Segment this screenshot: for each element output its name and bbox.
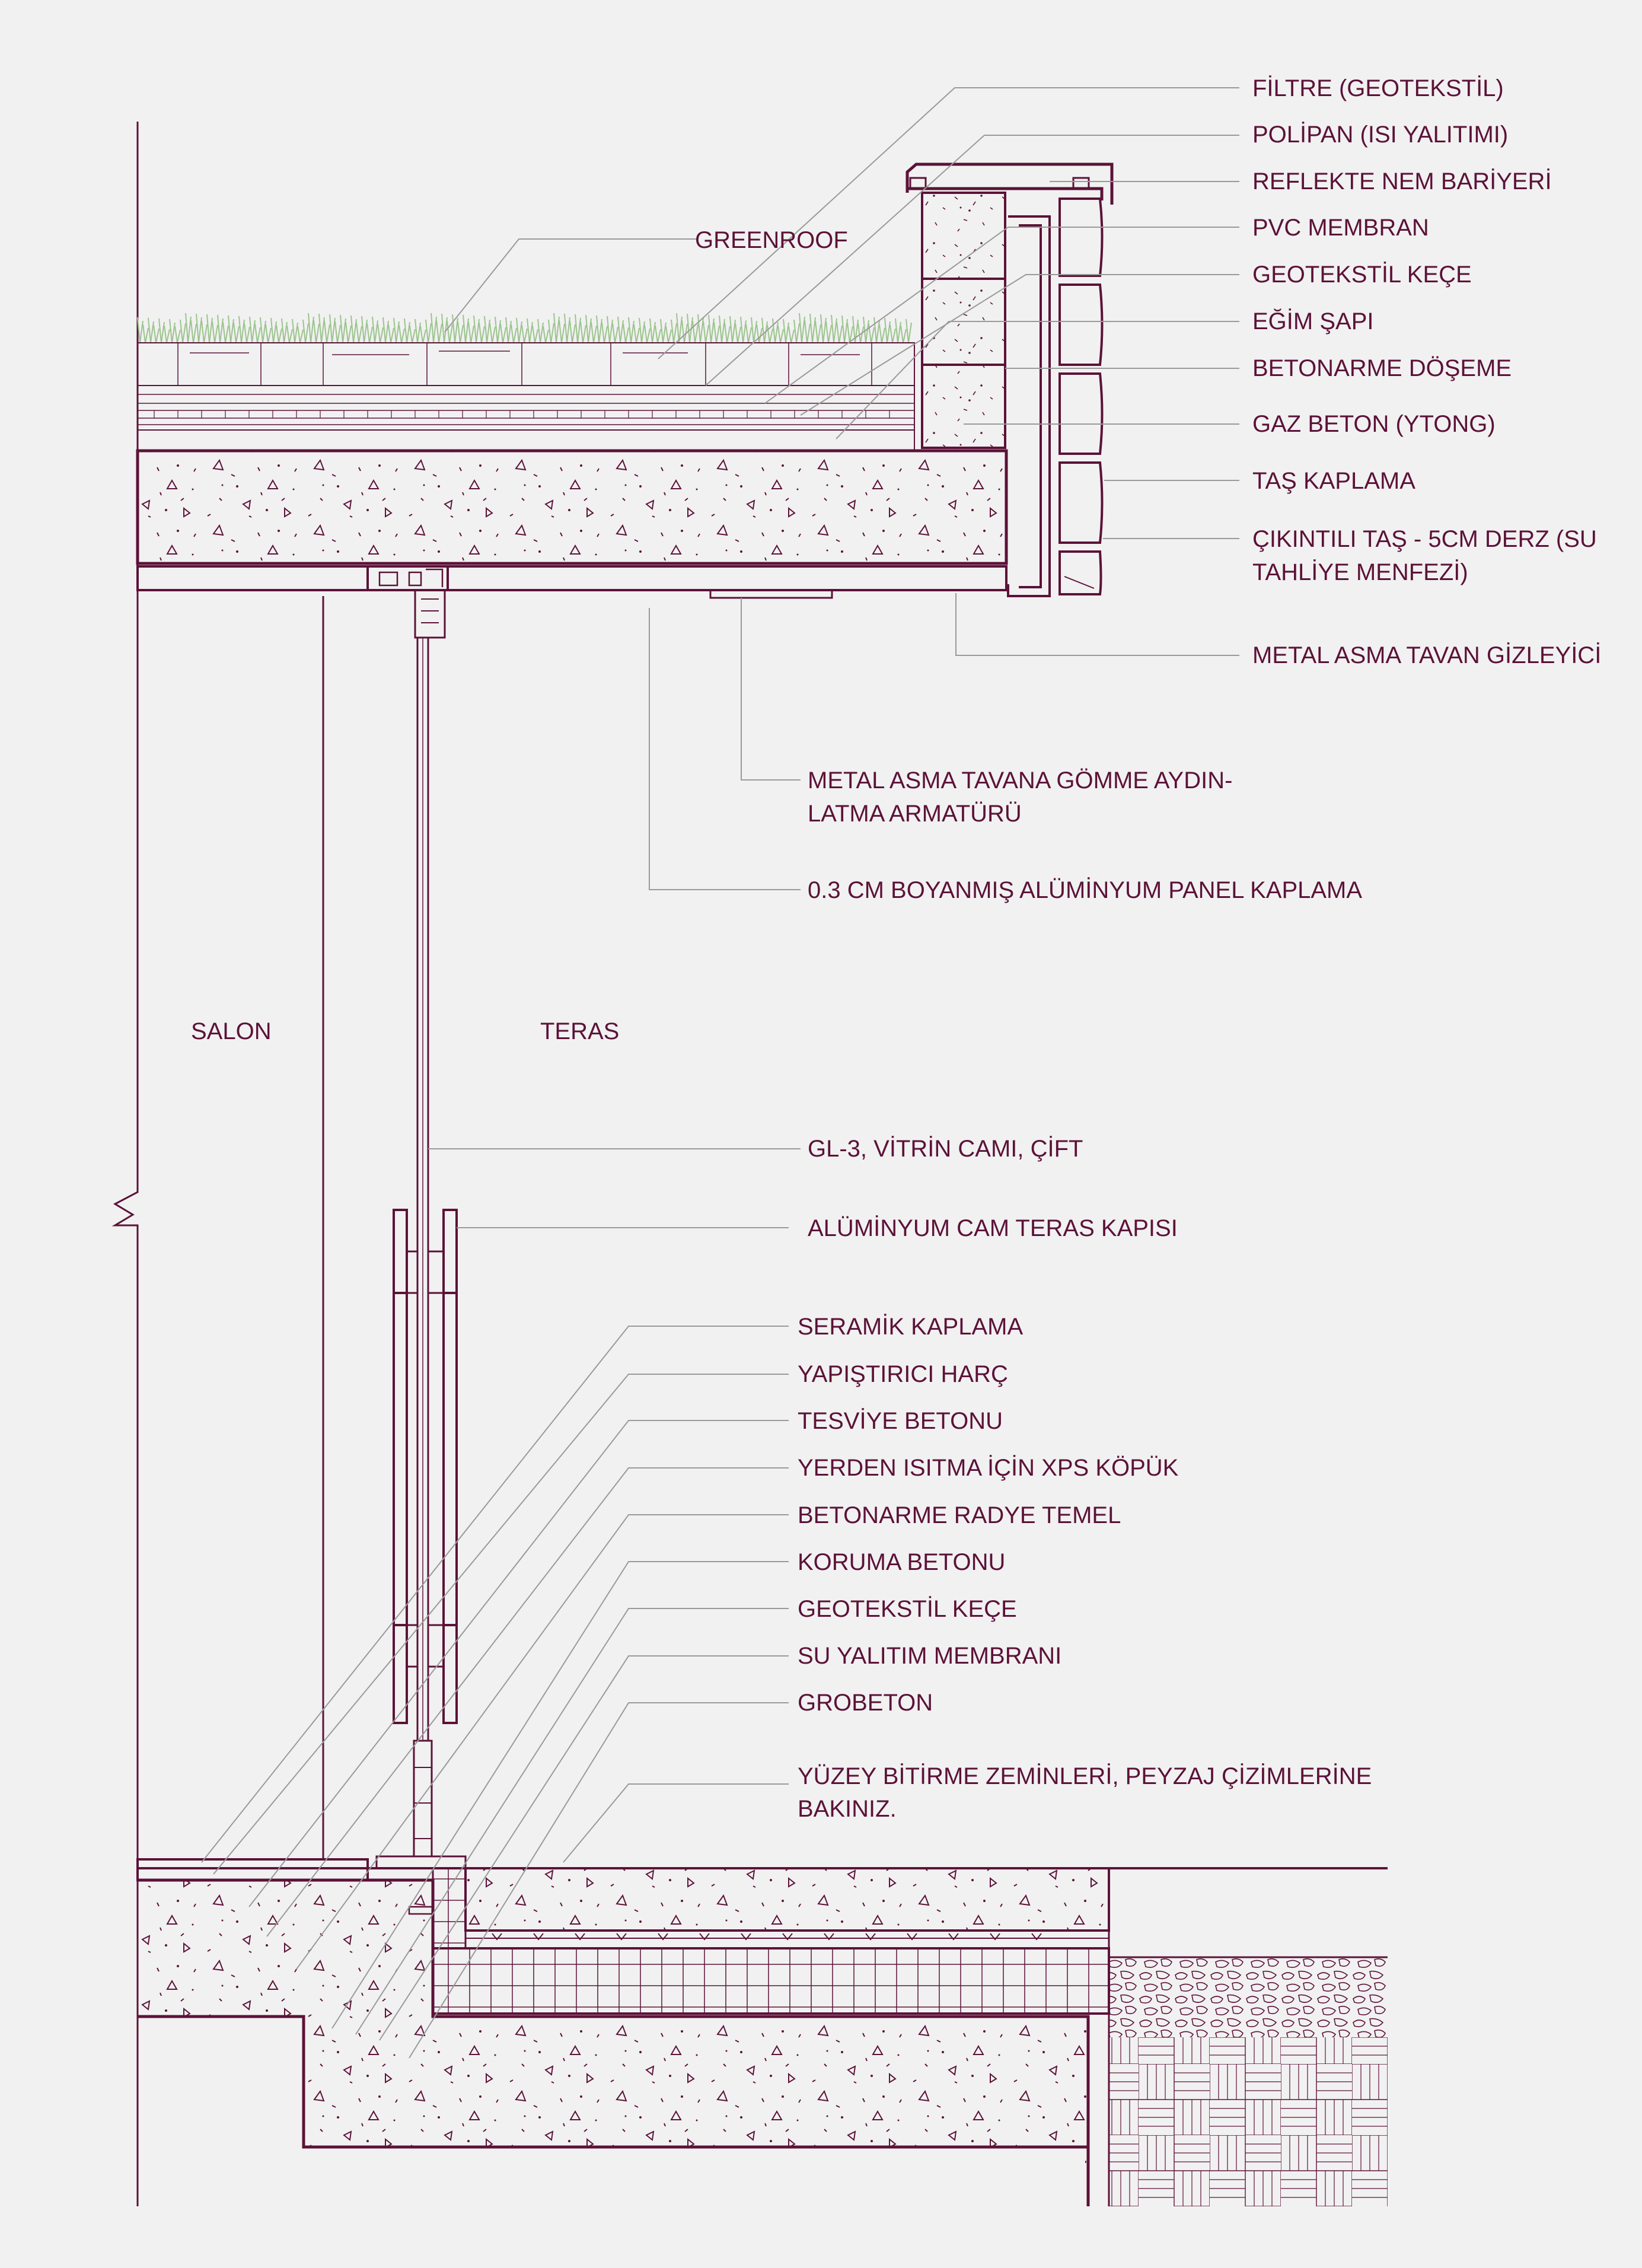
label-surface-finish-2: BAKINIZ. (798, 1796, 897, 1822)
label-xps-kopuk: YERDEN ISITMA İÇİN XPS KÖPÜK (798, 1454, 1179, 1481)
grass-layer (137, 313, 912, 343)
suspended-ceiling (136, 565, 1007, 591)
label-tesviye-betonu: TESVİYE BETONU (798, 1407, 1003, 1434)
roof-layer-lines (138, 394, 914, 425)
roof-soil-cells (177, 343, 872, 386)
top-frame-detail (378, 568, 444, 587)
terrace-xps-insulation (432, 1947, 1110, 2015)
label-koruma-betonu: KORUMA BETONU (798, 1549, 1005, 1575)
label-glass: GL-3, VİTRİN CAMI, ÇİFT (808, 1135, 1083, 1162)
glazing-assembly (366, 565, 467, 1869)
label-geotekstil-kece-roof: GEOTEKSTİL KEÇE (1252, 261, 1472, 288)
label-lighting-2: LATMA ARMATÜRÜ (808, 801, 1022, 827)
room-label-teras: TERAS (540, 1018, 619, 1044)
compacted-soil (1109, 2037, 1388, 2206)
label-pvc-membran: PVC MEMBRAN (1252, 215, 1429, 241)
label-door: ALÜMİNYUM CAM TERAS KAPISI (808, 1215, 1178, 1241)
label-lighting-1: METAL ASMA TAVANA GÖMME AYDIN- (808, 767, 1232, 794)
room-label-salon: SALON (191, 1018, 272, 1044)
top-frame-sash-detail (421, 598, 439, 623)
parapet-ytong-blocks (921, 192, 1006, 449)
stone-cladding (1058, 198, 1104, 595)
parapet-coping (906, 163, 1114, 205)
roof-slope-screed (137, 429, 915, 451)
threshold-anchor (408, 1906, 434, 1915)
label-betonarme-doseme: BETONARME DÖŞEME (1252, 355, 1512, 381)
label-seramik-kaplama: SERAMİK KAPLAMA (798, 1313, 1023, 1340)
floor-assembly (136, 1858, 1388, 2206)
parapet (906, 163, 1114, 597)
label-egim-sapi: EĞİM ŞAPI (1252, 308, 1374, 335)
coping-clip-right (1072, 177, 1090, 190)
terrace-membrane-detail (466, 1933, 1109, 1941)
label-polipan: POLİPAN (ISI YALITIMI) (1252, 121, 1508, 148)
terrace-screed (464, 1867, 1110, 1932)
door-frame (393, 1209, 458, 1724)
landscape-edges (1108, 1868, 1388, 2206)
foundation-slab (138, 1880, 1088, 2206)
bottom-frame-detail (414, 1767, 432, 1839)
label-greenroof: GREENROOF (695, 227, 848, 253)
label-geotekstil-kece-floor: GEOTEKSTİL KEÇE (798, 1595, 1017, 1622)
label-filtre: FİLTRE (GEOTEKSTİL) (1252, 75, 1504, 101)
gravel-drainage (1109, 1957, 1388, 2037)
threshold-profile (375, 1855, 467, 1869)
label-surface-finish-1: YÜZEY BİTİRME ZEMİNLERİ, PEYZAJ ÇİZİMLER… (798, 1763, 1372, 1789)
label-cikintili-tas-1: ÇIKINTILI TAŞ - 5CM DERZ (SU (1252, 526, 1597, 552)
terrace-edge-block (432, 1867, 467, 1950)
foundation-inner-step (366, 1868, 434, 1880)
foundation-outline (138, 1878, 1090, 2206)
label-grobeton: GROBETON (798, 1690, 933, 1716)
leader-lines (201, 87, 1239, 2059)
interior-floor-finish (136, 1858, 369, 1881)
label-tas-kaplama: TAŞ KAPLAMA (1252, 468, 1415, 494)
label-gaz-beton: GAZ BETON (YTONG) (1252, 411, 1496, 437)
top-frame-sash (414, 589, 446, 639)
roof-concrete-slab (136, 449, 1008, 565)
coping-clip-left (909, 177, 927, 190)
label-radye-temel: BETONARME RADYE TEMEL (798, 1502, 1121, 1528)
roof-layer-stack (137, 385, 915, 431)
label-reflekte-nem-bariyeri: REFLEKTE NEM BARİYERİ (1252, 168, 1552, 195)
label-aluminium-panel: 0.3 CM BOYANMIŞ ALÜMİNYUM PANEL KAPLAMA (808, 877, 1362, 903)
label-cikintili-tas-2: TAHLİYE MENFEZİ) (1252, 559, 1468, 585)
label-yapistirici-harc: YAPIŞTIRICI HARÇ (798, 1361, 1008, 1387)
roof-insulation-ticks (154, 410, 890, 418)
ceiling-light-fixture (709, 589, 833, 599)
green-roof-assembly (136, 313, 1008, 599)
parapet-membrane (1007, 215, 1051, 597)
label-metal-asma-tavan-gizleyici: METAL ASMA TAVAN GİZLEYİCİ (1252, 642, 1601, 668)
grass-blades (137, 313, 912, 343)
top-frame-profile (366, 565, 449, 591)
left-boundary-line (111, 122, 139, 2206)
label-su-yalitim-membrani: SU YALITIM MEMBRANI (798, 1643, 1061, 1669)
